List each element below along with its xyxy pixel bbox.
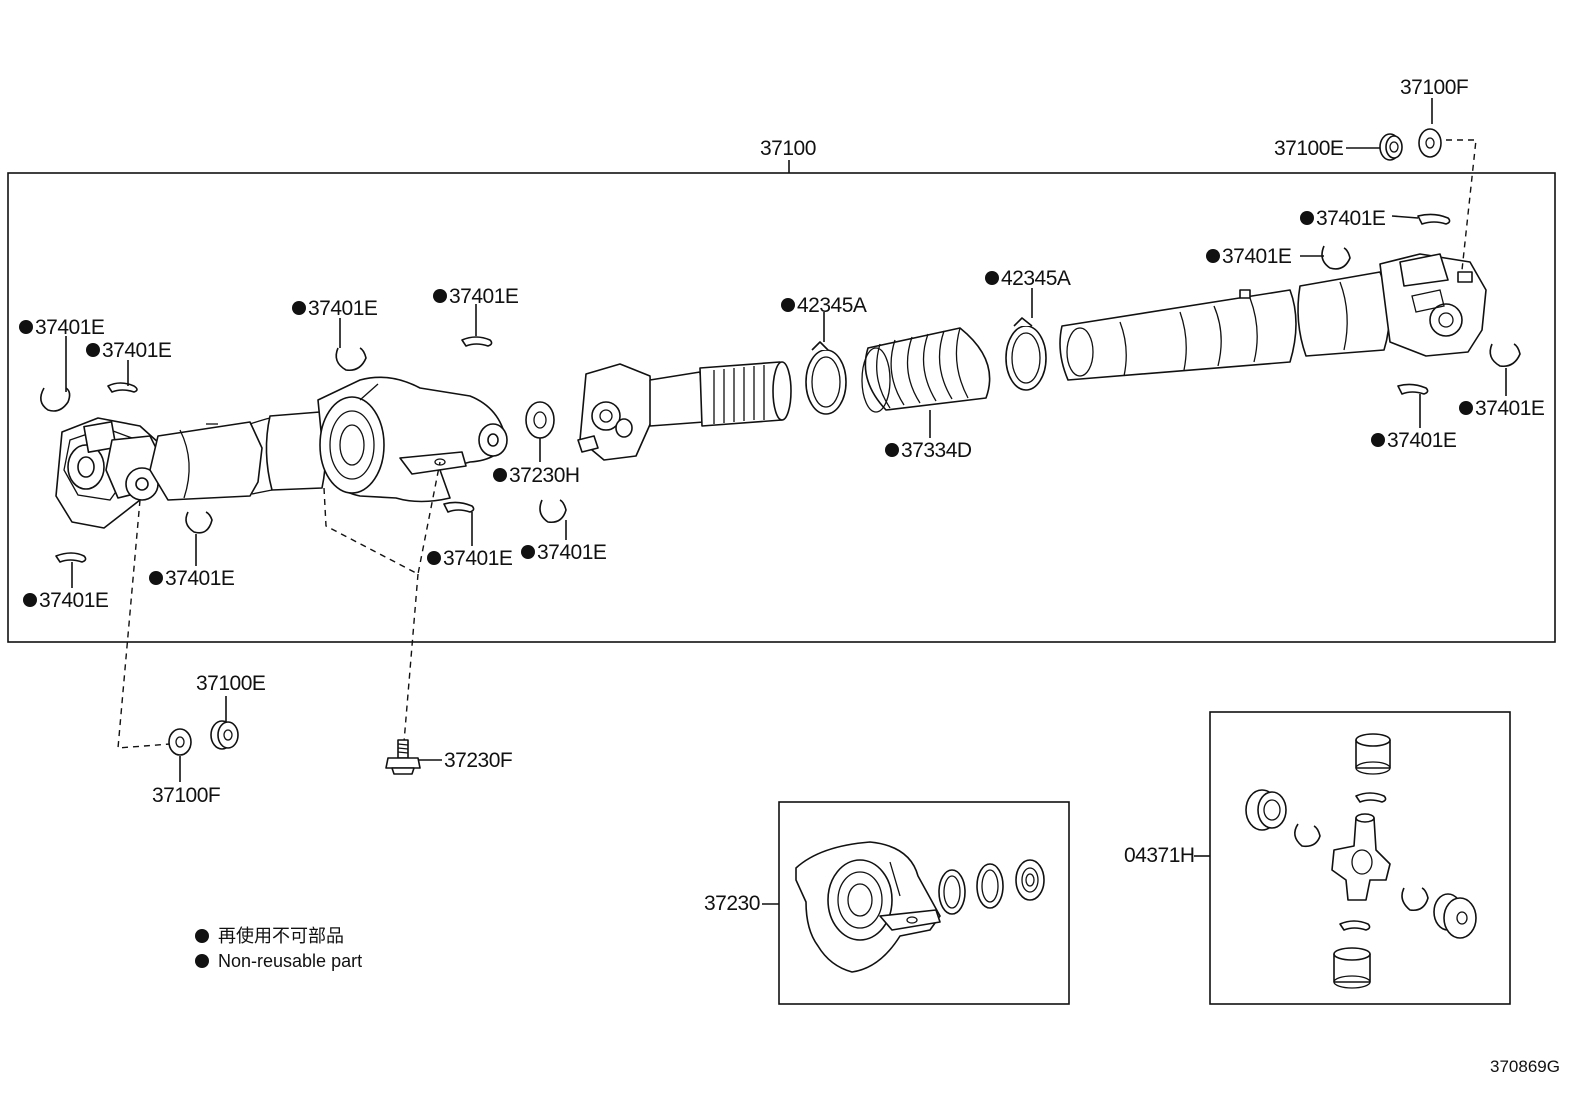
callout-37401e-h[interactable]: 37401E <box>1387 429 1457 452</box>
washer-37230h[interactable] <box>525 401 555 439</box>
center-bearing-part[interactable] <box>795 841 941 973</box>
center-bearing-detail-box <box>778 801 1070 1005</box>
washer-37100f-top[interactable] <box>1418 128 1442 158</box>
bearing-cup-right[interactable] <box>1433 893 1477 939</box>
legend-jp: 再使用不可部品 <box>218 926 344 946</box>
callout-37100f-top[interactable]: 37100F <box>1400 76 1469 99</box>
seal-ring[interactable] <box>976 863 1004 909</box>
snap-ring[interactable] <box>1294 823 1321 848</box>
callout-37100e-top[interactable]: 37100E <box>1274 137 1344 160</box>
washer-37100f-bottom[interactable] <box>168 728 192 756</box>
bearing-cup-left[interactable] <box>1245 789 1287 831</box>
diagram-code: 370869G <box>1490 1057 1560 1076</box>
callout-37401e-l[interactable]: 37401E <box>39 589 109 612</box>
snap-ring[interactable] <box>40 387 71 412</box>
seal-ring[interactable] <box>938 869 966 915</box>
snap-ring[interactable] <box>335 347 367 372</box>
assembly-frame <box>7 172 1556 643</box>
ujoint-kit-detail-box <box>1209 711 1511 1005</box>
callout-37334d[interactable]: 37334D <box>901 439 972 462</box>
callout-37401e-g[interactable]: 37401E <box>1475 397 1545 420</box>
callout-37401e-f[interactable]: 37401E <box>102 339 172 362</box>
callout-04371h[interactable]: 04371H <box>1124 844 1195 867</box>
ujoint-spider[interactable] <box>1331 813 1391 901</box>
callout-37230[interactable]: 37230 <box>704 892 760 915</box>
boot-clamp-right[interactable] <box>1005 317 1047 391</box>
spline-shaft <box>699 361 792 427</box>
bolt-37230f[interactable] <box>385 739 421 775</box>
callout-37401e-e[interactable]: 37401E <box>35 316 105 339</box>
nut-37100e-bottom[interactable] <box>210 720 239 750</box>
rear-tube <box>1059 289 1297 381</box>
bearing-cup-bottom[interactable] <box>1333 947 1371 989</box>
callout-37401e-a[interactable]: 37401E <box>1316 207 1386 230</box>
callout-37401e-j[interactable]: 37401E <box>443 547 513 570</box>
callout-42345a-right[interactable]: 42345A <box>1001 267 1071 290</box>
rear-flange-yoke[interactable] <box>1379 253 1487 357</box>
callout-37401e-k[interactable]: 37401E <box>165 567 235 590</box>
callout-37401e-b[interactable]: 37401E <box>1222 245 1292 268</box>
snap-ring[interactable] <box>461 336 493 347</box>
snap-ring[interactable] <box>1355 792 1387 803</box>
callout-37230h[interactable]: 37230H <box>509 464 580 487</box>
callout-37401e-i[interactable]: 37401E <box>537 541 607 564</box>
callout-37100f-bottom[interactable]: 37100F <box>152 784 221 807</box>
snap-ring[interactable] <box>1397 383 1429 395</box>
callout-37401e-d[interactable]: 37401E <box>308 297 378 320</box>
legend-en: Non-reusable part <box>218 951 362 971</box>
callout-37100e-bottom[interactable]: 37100E <box>196 672 266 695</box>
callout-42345a-left[interactable]: 42345A <box>797 294 867 317</box>
callout-37401e-c[interactable]: 37401E <box>449 285 519 308</box>
rear-tube-end <box>1297 271 1390 357</box>
snap-ring[interactable] <box>1339 920 1371 931</box>
callout-37230f[interactable]: 37230F <box>444 749 513 772</box>
center-bearing-assembly[interactable] <box>317 376 508 503</box>
boot-clamp-left[interactable] <box>805 341 847 415</box>
snap-ring[interactable] <box>55 552 87 563</box>
snap-ring[interactable] <box>1401 887 1429 912</box>
snap-ring[interactable] <box>107 382 138 393</box>
snap-ring[interactable] <box>539 499 567 524</box>
middle-u-joint[interactable] <box>577 363 705 461</box>
bearing-cup-top[interactable] <box>1355 733 1391 775</box>
boot-37334d[interactable] <box>861 327 991 413</box>
nut-37100e-top[interactable] <box>1379 133 1403 161</box>
snap-ring[interactable] <box>1489 343 1521 368</box>
snap-ring[interactable] <box>185 511 213 534</box>
snap-ring[interactable] <box>443 501 475 513</box>
assembly-label[interactable]: 37100 <box>760 137 816 160</box>
snap-ring[interactable] <box>1417 213 1451 225</box>
snap-ring[interactable] <box>1321 245 1351 270</box>
washer-ring[interactable] <box>1015 859 1045 901</box>
front-flange-yoke[interactable] <box>55 417 263 529</box>
